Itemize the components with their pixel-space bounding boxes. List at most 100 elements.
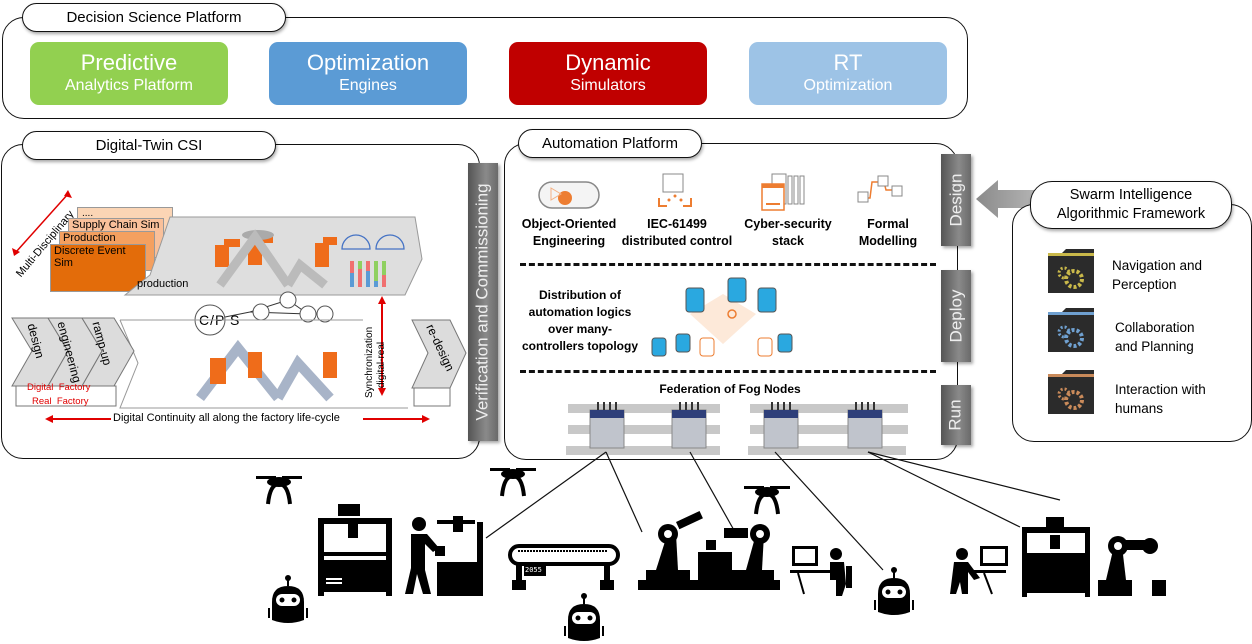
feature-line2: Modelling [858,234,918,248]
robot-arm-icon [315,237,337,267]
swarm-title-line1: Swarm Intelligence [1069,187,1193,203]
module-rt-optimization[interactable]: RT Optimization [749,42,947,105]
stage-run[interactable]: Run [941,385,971,445]
iec61499-icon [658,173,692,207]
distribution-text: Distribution of automation logics over m… [516,287,644,355]
robot-arm-icon [248,352,262,378]
fog-nodes-title: Federation of Fog Nodes [659,382,801,396]
feature-line1: Formal [867,217,909,231]
fog-node-icon[interactable] [762,400,802,452]
kpi-bars-icon [350,261,386,287]
robot-arm-icon [215,239,240,267]
fog-node-icon[interactable] [846,400,886,452]
conveyor-counter: 2055 [525,566,542,574]
fog-node-icon[interactable] [588,400,628,452]
fog-rail [568,425,720,434]
module-title: Dynamic [565,49,651,75]
module-subtitle: Analytics Platform [64,76,194,94]
gauge-icon [341,234,371,250]
distribution-line: over many- [547,322,613,336]
decision-science-title-text: Decision Science Platform [66,9,242,26]
operator-workstation-icon [950,546,1008,595]
sim-layer-label: .... [82,208,94,219]
section-divider [520,263,936,266]
operator-desk-icon [790,546,852,596]
printer-machine-icon [1022,517,1090,597]
collaboration-folder-icon[interactable] [1044,306,1100,356]
section-divider [520,370,936,373]
continuity-label: Digital Continuity all along the factory… [113,412,340,424]
feature-line1: IEC-61499 [647,217,707,231]
digital-factory-label: Digital Factory [27,382,90,393]
mobile-robot-icon [564,593,604,641]
mobile-robot-icon [874,567,914,615]
automation-title: Automation Platform [518,129,702,158]
module-subtitle: Optimization [803,76,893,94]
module-subtitle: Simulators [570,76,646,94]
robot-arm-icon [1098,536,1166,596]
distribution-line: controllers topology [521,339,638,353]
automation-title-text: Automation Platform [542,135,678,152]
continuity-arrow [45,415,430,423]
navigation-folder-icon[interactable] [1044,247,1100,297]
digital-twin-title: Digital-Twin CSI [22,131,276,160]
sim-layer-discrete-event: Discrete Event Sim [50,244,146,292]
robot-arm-icon [210,358,226,384]
distribution-line: Distribution of [539,288,621,302]
fog-rail [748,446,906,455]
fog-rail [566,446,720,455]
module-subtitle: Engines [339,76,397,94]
sim-layer-label: Discrete Event Sim [54,245,126,269]
fog-rail [750,425,908,434]
swarm-title-line2: Algorithmic Framework [1056,206,1206,222]
cps-network [194,291,334,336]
swarm-item-line1: Interaction with [1115,382,1206,397]
conveyor-belt-icon [508,544,620,590]
module-optimization[interactable]: Optimization Engines [269,42,467,105]
feature-line1: Object-Oriented [521,217,617,231]
multi-disciplinary-arrow [12,190,72,256]
fog-node-icon[interactable] [670,400,710,452]
module-title: RT [833,49,863,75]
gauge-icon [375,234,405,250]
module-title: Predictive [80,49,178,75]
verification-commissioning-bar[interactable]: Verification and Commissioning [468,163,498,441]
mobile-robot-icon [268,575,308,623]
decision-science-title: Decision Science Platform [22,3,286,32]
fog-rail [568,404,720,413]
swarm-item-line2: Perception [1112,277,1177,292]
drone-icon [256,476,302,505]
cybersecurity-icon [761,173,805,211]
stage-design[interactable]: Design [941,154,971,246]
swarm-item-line1: Collaboration [1115,320,1195,335]
swarm-to-design-arrow [976,180,1038,218]
feature-line1: Cyber-security [744,217,832,231]
drone-icon [490,468,536,497]
module-predictive[interactable]: Predictive Analytics Platform [30,42,228,105]
sync-arrow [378,296,386,396]
worker-machine-icon [405,516,483,596]
robot-arm-icon [323,352,337,378]
formal-modelling-icon [857,175,903,203]
factory-label: Factory [58,382,91,393]
factory-label: Factory [56,396,89,407]
distribution-line: automation logics [528,305,632,319]
module-title: Optimization [306,49,430,75]
interaction-folder-icon[interactable] [1044,368,1100,418]
module-dynamic[interactable]: Dynamic Simulators [509,42,707,105]
digital-twin-title-text: Digital-Twin CSI [95,137,203,154]
digital-label: Digital [27,382,54,393]
swarm-title: Swarm Intelligence Algorithmic Framework [1030,181,1232,229]
stage-deploy[interactable]: Deploy [941,270,971,362]
cnc-machine-icon [318,504,392,596]
real-factory-plane [119,319,408,409]
sim-layer-label: Supply Chain Sim [72,219,160,231]
